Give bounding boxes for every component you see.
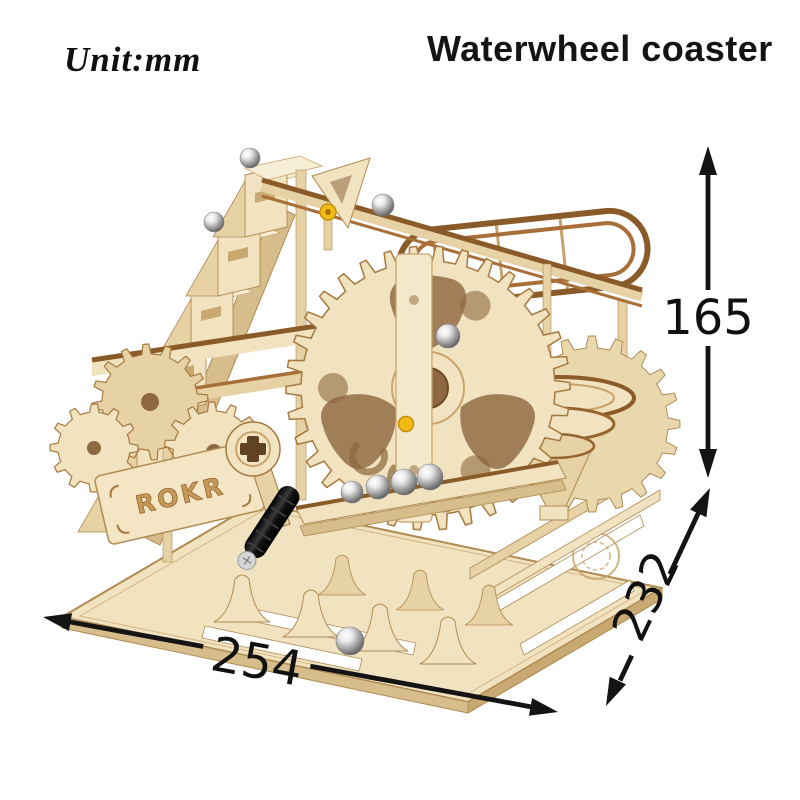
track-marble (371, 193, 395, 217)
queued-marble (390, 468, 418, 496)
height-dimension: 165 (662, 146, 754, 478)
rokr-plate: ROKR (94, 441, 266, 545)
height-arrow-up (699, 146, 717, 175)
yellow-pin (397, 415, 415, 433)
stair-top-platform (243, 155, 324, 181)
unit-label: Unit:mm (64, 40, 202, 79)
crank-assembly (225, 421, 300, 571)
width-arrow-left (43, 613, 73, 631)
depth-arrow-down (606, 676, 626, 706)
height-arrow-down (699, 449, 717, 478)
crank-hub (225, 421, 281, 477)
base-board (61, 461, 663, 714)
page-title: Waterwheel coaster (427, 28, 773, 69)
loose-marble (335, 626, 365, 656)
queued-marble (416, 463, 444, 491)
depth-arrow-up (690, 488, 710, 518)
marble-trough (295, 460, 567, 537)
stair-marble (239, 147, 261, 169)
trigger-flag (311, 157, 371, 251)
crank-handle (237, 486, 300, 571)
center-plank (395, 253, 433, 523)
queued-marble (365, 474, 391, 500)
stair-marble (203, 211, 225, 233)
width-arrow-right (528, 698, 558, 716)
height-label: 165 (662, 290, 754, 346)
queued-marble (340, 480, 364, 504)
gear-marble (435, 323, 461, 349)
